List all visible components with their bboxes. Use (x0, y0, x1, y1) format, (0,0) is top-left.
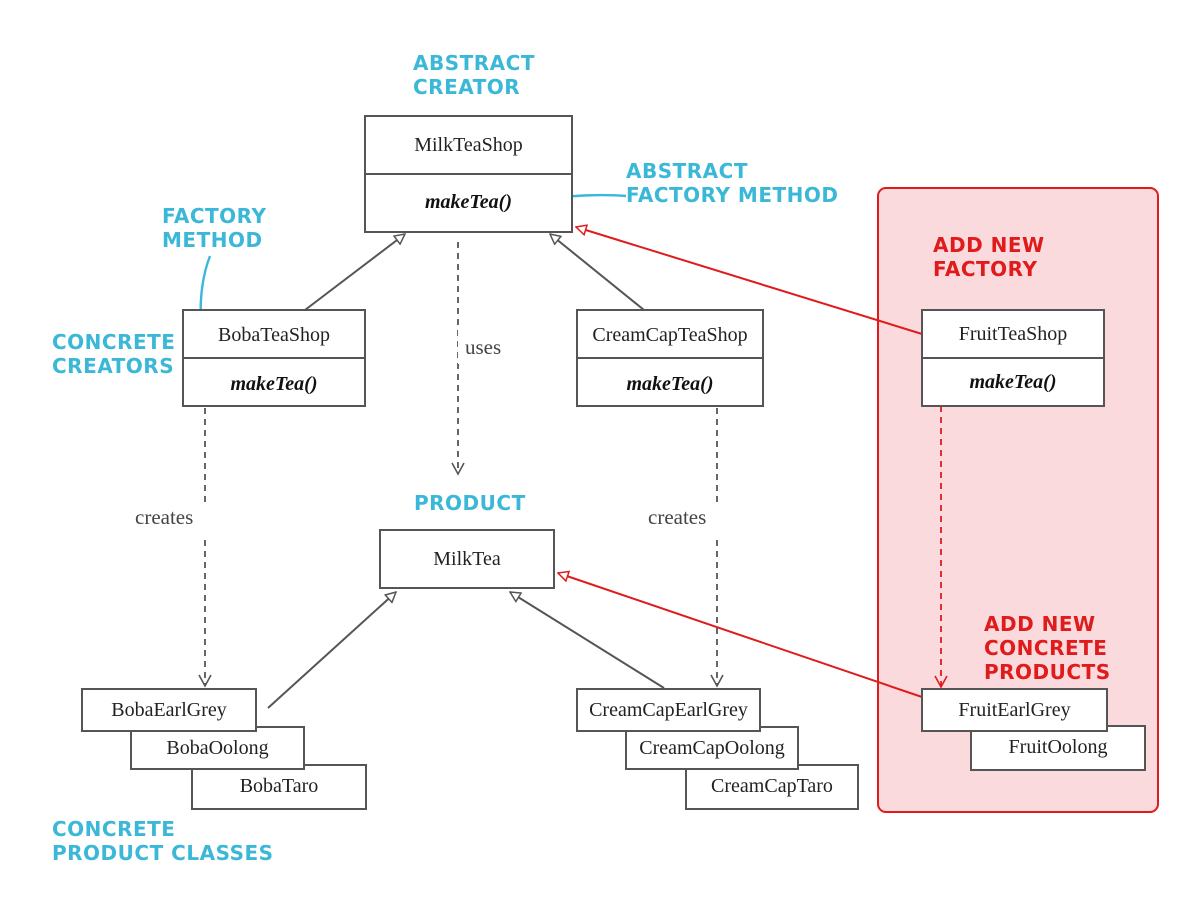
class-method: makeTea() (969, 371, 1056, 393)
svg-text:FACTORY METHOD: FACTORY METHOD (626, 183, 838, 207)
svg-text:ADD NEW: ADD NEW (984, 612, 1096, 636)
product-boba-oolong: BobaOolong (166, 737, 268, 759)
note-abstract-creator: ABSTRACT CREATOR (413, 51, 535, 99)
svg-text:ABSTRACT: ABSTRACT (626, 159, 748, 183)
note-concrete-creators: CONCRETE CREATORS (52, 330, 175, 378)
edge-creamcap-products-extend-milktea (510, 592, 665, 689)
edge-label-creates-left: creates (135, 505, 193, 529)
svg-text:CONCRETE: CONCRETE (52, 330, 175, 354)
boba-products-stack: BobaTaro BobaOolong BobaEarlGrey (81, 688, 367, 810)
product-creamcap-taro: CreamCapTaro (711, 775, 833, 797)
svg-text:PRODUCTS: PRODUCTS (984, 660, 1111, 684)
class-milkteashop: MilkTeaShop makeTea() (364, 115, 573, 233)
class-name: MilkTea (433, 548, 501, 570)
svg-text:FACTORY: FACTORY (933, 257, 1037, 281)
class-method: makeTea() (626, 373, 713, 395)
svg-text:METHOD: METHOD (162, 228, 263, 252)
svg-text:CONCRETE: CONCRETE (52, 817, 175, 841)
creates-left-label-bg (132, 502, 212, 536)
class-name: MilkTeaShop (414, 134, 523, 156)
class-name: BobaTeaShop (218, 324, 330, 346)
edge-boba-products-extend-milktea (267, 592, 396, 709)
note-product: PRODUCT (414, 491, 526, 515)
svg-text:ADD NEW: ADD NEW (933, 233, 1045, 257)
product-boba-taro: BobaTaro (240, 775, 319, 797)
class-method: makeTea() (230, 373, 317, 395)
fruit-products-stack: FruitOolong FruitEarlGrey (921, 688, 1146, 771)
edge-label-creates-right: creates (648, 505, 706, 529)
note-abstract-factory-method: ABSTRACT FACTORY METHOD (626, 159, 838, 207)
class-name: FruitTeaShop (959, 323, 1068, 345)
class-fruitteashop: FruitTeaShop makeTea() (921, 309, 1105, 407)
creamcap-products-stack: CreamCapTaro CreamCapOolong CreamCapEarl… (576, 688, 859, 810)
edge-fruit-extends-milkteashop (576, 227, 923, 335)
class-name: CreamCapTeaShop (592, 324, 747, 346)
svg-text:FACTORY: FACTORY (162, 204, 266, 228)
edge-boba-extends-milkteashop (304, 234, 405, 311)
product-fruit-earlgrey: FruitEarlGrey (958, 699, 1070, 721)
class-creamcapteashop: CreamCapTeaShop makeTea() (576, 309, 764, 407)
note-add-new-concrete-products: ADD NEW CONCRETE PRODUCTS (984, 612, 1111, 684)
product-creamcap-earlgrey: CreamCapEarlGrey (589, 699, 748, 721)
svg-text:PRODUCT CLASSES: PRODUCT CLASSES (52, 841, 274, 865)
edge-creamcap-extends-milkteashop (550, 234, 645, 311)
class-method: makeTea() (425, 191, 512, 213)
edge-fruit-products-extend-milktea (558, 573, 923, 698)
svg-text:ABSTRACT: ABSTRACT (413, 51, 535, 75)
note-factory-method: FACTORY METHOD (162, 204, 266, 252)
note-add-new-factory: ADD NEW FACTORY (933, 233, 1045, 281)
svg-text:CONCRETE: CONCRETE (984, 636, 1107, 660)
svg-text:CREATOR: CREATOR (413, 75, 520, 99)
product-creamcap-oolong: CreamCapOolong (639, 737, 785, 759)
product-fruit-oolong: FruitOolong (1009, 736, 1108, 758)
edge-label-uses: uses (465, 335, 501, 359)
class-milktea: MilkTea (379, 529, 555, 589)
uses-label-bg (458, 330, 518, 364)
product-boba-earlgrey: BobaEarlGrey (111, 699, 227, 721)
creates-right-label-bg (646, 502, 726, 536)
note-concrete-product-classes: CONCRETE PRODUCT CLASSES (52, 817, 274, 865)
class-bobateashop: BobaTeaShop makeTea() (182, 309, 366, 407)
svg-text:CREATORS: CREATORS (52, 354, 174, 378)
